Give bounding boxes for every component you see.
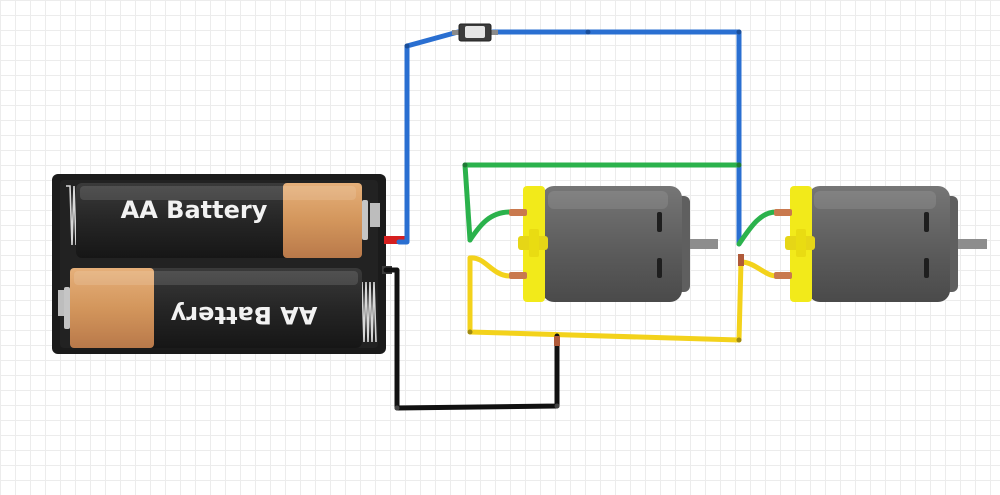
motor-terminal-bottom[interactable] bbox=[774, 272, 792, 279]
contact-plate-top-right bbox=[370, 203, 380, 227]
motor-shaft bbox=[955, 239, 987, 249]
dc-motor-left[interactable] bbox=[509, 186, 718, 302]
push-switch[interactable] bbox=[452, 23, 498, 42]
cell-label-top: AA Battery bbox=[121, 196, 268, 224]
aa-cell-bottom: AA Battery bbox=[64, 268, 362, 348]
terminal-positive[interactable] bbox=[384, 236, 406, 244]
yellow-wire[interactable] bbox=[467, 255, 779, 343]
wire-endpoints bbox=[394, 29, 744, 411]
motor-terminal-bottom[interactable] bbox=[509, 272, 527, 279]
motor-terminal-top[interactable] bbox=[774, 209, 792, 216]
battery-holder[interactable]: AA Battery AA Battery bbox=[52, 174, 406, 354]
spring-contact-bottom-right bbox=[361, 281, 377, 343]
motor-shaft bbox=[688, 239, 718, 249]
aa-cell-top: AA Battery bbox=[76, 183, 368, 258]
contact-plate-bottom-left bbox=[58, 290, 68, 316]
cell-label-bottom: AA Battery bbox=[170, 301, 317, 329]
wire-joint bbox=[585, 29, 591, 35]
switch-button[interactable] bbox=[465, 26, 485, 38]
dc-motor-right[interactable] bbox=[774, 186, 987, 302]
motor-terminal-top[interactable] bbox=[509, 209, 527, 216]
